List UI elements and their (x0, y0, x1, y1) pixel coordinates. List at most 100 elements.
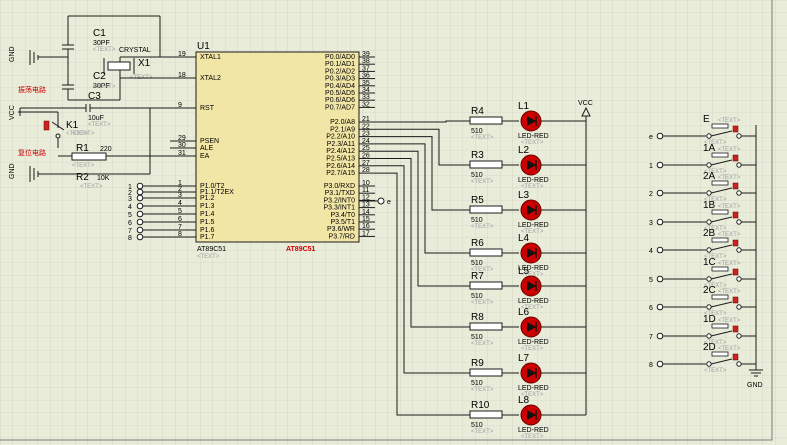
c2-text: <TEXT> (93, 84, 116, 90)
chip-pin-num-left: 29 (178, 135, 186, 142)
led-resistor (469, 205, 503, 214)
switch-input-label: 5 (649, 277, 653, 284)
led-resistor (469, 410, 503, 419)
chip-pin-name-right: P0.7/AD7 (325, 104, 355, 111)
led-text: <TEXT> (521, 346, 544, 352)
switch-text2: <TEXT> (704, 197, 727, 203)
switch-2c[interactable]: 62C<TEXT><TEXT> (649, 285, 756, 317)
note-oscillator: 振荡电路 (18, 85, 46, 94)
switch-1a[interactable]: 11A<TEXT><TEXT> (649, 143, 756, 175)
c2-ref: C2 (93, 71, 106, 82)
switch-ref: E (703, 114, 710, 125)
chip-pin-num-right: 34 (362, 87, 370, 94)
chip-pin-num-right: 27 (362, 160, 370, 167)
switch-e[interactable]: eE<TEXT><TEXT> (649, 114, 756, 146)
chip-pin-name-left: P1.0/T2 (200, 183, 225, 190)
chip-pin-name-right: P3.5/T1 (330, 219, 355, 226)
switch-2b[interactable]: 42B<TEXT><TEXT> (649, 228, 756, 260)
chip-pin-name-right: P2.5/A13 (326, 156, 355, 163)
led-resistor (469, 368, 503, 377)
led-text: <TEXT> (521, 140, 544, 146)
r1-value: 220 (100, 146, 112, 153)
chip-pin-name-left: PSEN (200, 138, 219, 145)
crystal-body (107, 61, 131, 71)
sheet-border (0, 0, 773, 441)
chip-pin-name-right: P2.6/A14 (326, 163, 355, 170)
chip-pin-name-right: P0.4/AD4 (325, 83, 355, 90)
chip-pin-num-right: 16 (362, 223, 370, 230)
led-type: LED-RED (518, 385, 549, 392)
led-resistor-ref: R4 (471, 106, 484, 117)
p1-terminal-label: 1 (128, 184, 132, 191)
led-resistor-value: 510 (471, 260, 483, 267)
led-resistor-text: <TEXT> (471, 387, 494, 393)
led-resistor-ref: R6 (471, 238, 484, 249)
chip-pin-name-left: EA (200, 153, 210, 160)
led-resistor (469, 281, 503, 290)
led-type: LED-RED (518, 298, 549, 305)
switch-input-label: 4 (649, 248, 653, 255)
chip-pin-name-right: P0.6/AD6 (325, 97, 355, 104)
c1-text: <TEXT> (93, 47, 116, 53)
switch-1b[interactable]: 31B<TEXT><TEXT> (649, 200, 756, 232)
reset-button[interactable] (40, 111, 65, 148)
c1-ref: C1 (93, 28, 106, 39)
switch-ref: 1D (703, 314, 716, 325)
c3-value: 10uF (88, 115, 104, 122)
led-resistor-ref: R9 (471, 358, 484, 369)
led-resistor-value: 510 (471, 217, 483, 224)
p1-terminal (136, 233, 144, 241)
chip-pin-name-left: P1.6 (200, 227, 215, 234)
note-reset: 复位电路 (18, 148, 46, 157)
switch-input-label: 8 (649, 362, 653, 369)
r2-ref: R2 (76, 172, 89, 183)
chip-pin-num-right: 12 (362, 194, 370, 201)
switch-2d[interactable]: 82D<TEXT><TEXT> (649, 342, 756, 374)
led-text: <TEXT> (521, 229, 544, 235)
switch-text: <TEXT> (718, 232, 741, 238)
chip-pin-name-right: P0.5/AD5 (325, 90, 355, 97)
led-resistor-text: <TEXT> (471, 224, 494, 230)
crystal-value: CRYSTAL (119, 47, 151, 54)
switch-ref: 1A (703, 143, 716, 154)
led-ref: L3 (518, 190, 530, 201)
switch-text2: <TEXT> (704, 254, 727, 260)
switch-text: <TEXT> (718, 289, 741, 295)
switch-2a[interactable]: 22A<TEXT><TEXT> (649, 171, 756, 203)
chip-pin-num-right: 10 (362, 180, 370, 187)
p32-terminal: e (359, 197, 391, 206)
k1-ref: K1 (66, 120, 79, 131)
chip-pin-name-right: P0.2/AD2 (325, 68, 355, 75)
p1-terminal-label: 2 (128, 190, 132, 197)
chip-pin-num-right: 23 (362, 131, 370, 138)
chip-pin-num-left: 9 (178, 102, 182, 109)
chip-pin-name-right: P3.2/INT0 (323, 197, 355, 204)
p1-terminal (136, 188, 144, 196)
led-resistor-value: 510 (471, 128, 483, 135)
p1-terminal (136, 194, 144, 202)
led-type: LED-RED (518, 265, 549, 272)
chip-pin-num-right: 28 (362, 167, 370, 174)
chip-pin-name-right: P3.1/TXD (325, 190, 355, 197)
p1-terminal (136, 218, 144, 226)
chip-pin-num-left: 4 (178, 200, 182, 207)
led-text: <TEXT> (521, 184, 544, 190)
switch-input-label: 1 (649, 163, 653, 170)
p32-label: e (387, 199, 391, 206)
led-resistor-ref: R8 (471, 312, 484, 323)
chip-pin-num-right: 17 (362, 230, 370, 237)
switch-text: <TEXT> (718, 204, 741, 210)
chip-pin-name-right: P3.3/INT1 (323, 205, 355, 212)
led-text: <TEXT> (521, 272, 544, 278)
switch-text2: <TEXT> (704, 226, 727, 232)
switch-text: <TEXT> (718, 346, 741, 352)
r2-value: 10K (97, 175, 110, 182)
switch-1d[interactable]: 71D<TEXT><TEXT> (649, 314, 756, 346)
switch-1c[interactable]: 51C<TEXT><TEXT> (649, 257, 756, 289)
led-ref: L7 (518, 353, 530, 364)
